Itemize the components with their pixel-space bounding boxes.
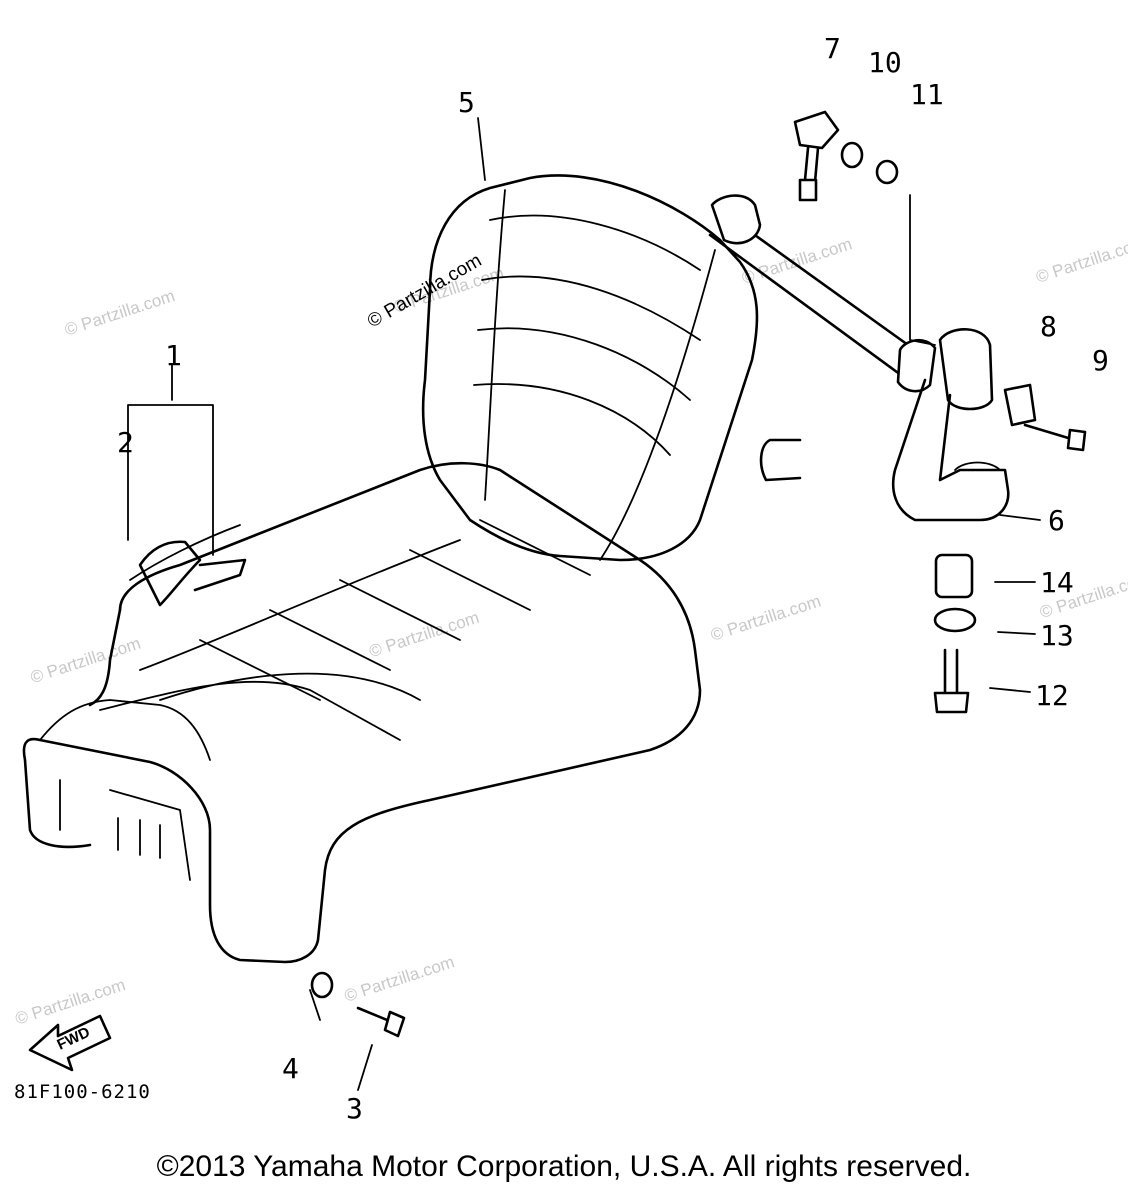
diagram-code: 81F100-6210	[14, 1081, 151, 1103]
watermark: © Partzilla.com	[62, 286, 177, 339]
callout-5: 5	[458, 86, 475, 119]
callout-8: 8	[1040, 310, 1057, 343]
watermark: © Partzilla.com	[1034, 233, 1128, 286]
part-callouts: 1 2 3 4 5 6 7 8 9 10 11 12 13 14	[117, 32, 1109, 1125]
seat-cover	[138, 540, 247, 607]
seat-base	[22, 461, 702, 964]
watermarks: © Partzilla.com © Partzilla.com © Partzi…	[13, 233, 1128, 1028]
callout-11: 11	[910, 78, 944, 111]
callout-6: 6	[1048, 504, 1065, 537]
hardware	[310, 110, 1087, 1038]
backrest-bracket	[708, 194, 1010, 522]
watermark: © Partzilla.com	[740, 234, 855, 287]
callout-13: 13	[1040, 619, 1074, 652]
backrest	[421, 174, 759, 562]
watermark: © Partzilla.com	[13, 975, 128, 1028]
watermark: © Partzilla.com	[367, 608, 482, 661]
watermark: © Partzilla.com	[708, 591, 823, 644]
callout-9: 9	[1092, 344, 1109, 377]
callout-10: 10	[868, 46, 902, 79]
copyright-notice: ©2013 Yamaha Motor Corporation, U.S.A. A…	[156, 1150, 972, 1183]
callout-4: 4	[282, 1052, 299, 1085]
watermark: © Partzilla.com	[28, 634, 143, 687]
callout-14: 14	[1040, 566, 1074, 599]
callout-1: 1	[165, 339, 182, 372]
callout-3: 3	[346, 1092, 363, 1125]
watermark: © Partzilla.com	[342, 952, 457, 1005]
callout-12: 12	[1035, 679, 1069, 712]
leader-lines	[127, 117, 1041, 1091]
forward-arrow: FWD	[28, 1014, 112, 1072]
callout-7: 7	[824, 32, 841, 65]
callout-2: 2	[117, 426, 134, 459]
